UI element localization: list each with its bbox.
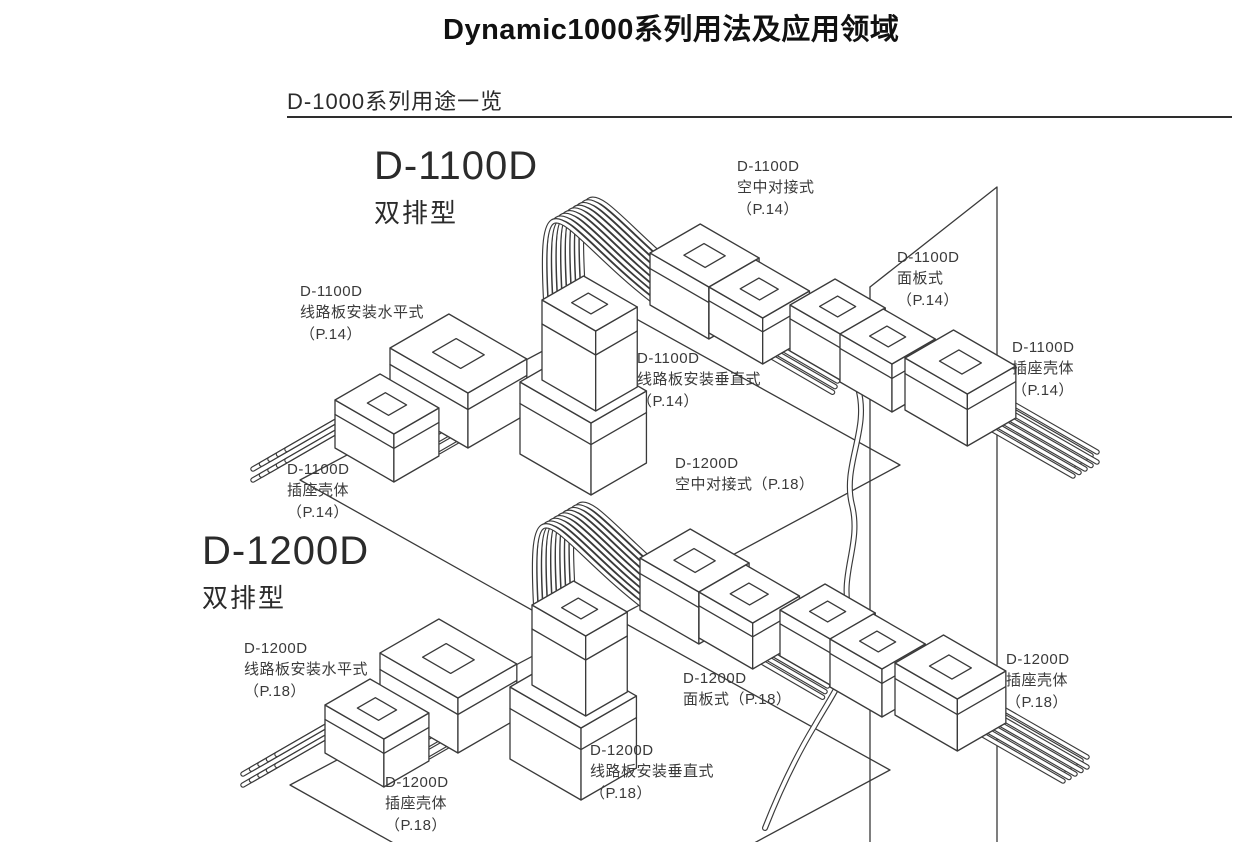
label-line: D-1200D — [590, 742, 654, 759]
label-d1100d-air-mating: D-1100D 空中对接式 （P.14） — [737, 156, 815, 220]
label-line: 面板式 — [897, 270, 944, 288]
label-line: （P.18） — [385, 816, 447, 834]
page-title: Dynamic1000系列用法及应用领域 — [443, 14, 900, 46]
label-d1200d-panel-mount: D-1200D 面板式（P.18） — [683, 668, 791, 711]
section-rule — [287, 116, 1232, 118]
label-d1100d-receptacle-right: D-1100D 插座壳体 （P.14） — [1012, 337, 1074, 401]
label-line: 面板式（P.18） — [683, 691, 792, 709]
label-line: （P.14） — [897, 291, 959, 309]
series-name: D-1100D — [374, 144, 539, 188]
label-line: 空中对接式 — [737, 179, 815, 197]
label-d1200d-air-mating: D-1200D 空中对接式（P.18） — [675, 453, 814, 496]
label-line: （P.14） — [737, 200, 799, 218]
label-d1200d-receptacle-bottom: D-1200D 插座壳体 （P.18） — [385, 772, 449, 836]
heading-d1100d: D-1100D 双排型 — [374, 146, 538, 230]
label-d1200d-board-horizontal: D-1200D 线路板安装水平式 （P.18） — [244, 638, 368, 702]
series-subtitle: 双排型 — [202, 583, 287, 613]
label-line: 线路板安装垂直式 — [590, 763, 715, 781]
label-line: D-1200D — [385, 774, 449, 791]
label-line: D-1100D — [637, 350, 700, 367]
label-line: 插座壳体 — [1012, 360, 1075, 378]
label-line: （P.14） — [1012, 381, 1074, 399]
label-d1200d-receptacle-right: D-1200D 插座壳体 （P.18） — [1006, 649, 1070, 713]
label-line: 插座壳体 — [287, 482, 350, 500]
label-line: （P.18） — [590, 784, 652, 802]
label-line: （P.14） — [300, 325, 362, 343]
label-d1100d-board-vertical: D-1100D 线路板安装垂直式 （P.14） — [637, 348, 761, 412]
section-title: D-1000系列用途一览 — [287, 89, 504, 114]
series-name: D-1200D — [202, 529, 370, 573]
series-subtitle: 双排型 — [374, 198, 459, 228]
label-line: （P.18） — [1006, 693, 1068, 711]
label-d1100d-receptacle-left: D-1100D 插座壳体 （P.14） — [287, 459, 349, 523]
label-d1100d-panel-mount: D-1100D 面板式 （P.14） — [897, 247, 959, 311]
label-line: D-1200D — [675, 455, 739, 472]
label-line: 线路板安装水平式 — [300, 304, 425, 322]
label-line: D-1200D — [683, 670, 747, 687]
label-line: D-1100D — [1012, 339, 1075, 356]
label-line: （P.14） — [287, 503, 349, 521]
label-line: 空中对接式（P.18） — [675, 476, 815, 494]
label-line: （P.18） — [244, 682, 306, 700]
label-line: D-1100D — [300, 283, 363, 300]
label-d1100d-board-horizontal: D-1100D 线路板安装水平式 （P.14） — [300, 281, 424, 345]
heading-d1200d: D-1200D 双排型 — [202, 531, 369, 615]
label-line: 线路板安装水平式 — [244, 661, 369, 679]
label-line: 线路板安装垂直式 — [637, 371, 762, 389]
label-line: D-1100D — [287, 461, 350, 478]
label-line: D-1100D — [897, 249, 960, 266]
label-line: D-1100D — [737, 158, 800, 175]
label-line: 插座壳体 — [1006, 672, 1069, 690]
label-line: D-1200D — [244, 640, 308, 657]
label-d1200d-board-vertical: D-1200D 线路板安装垂直式 （P.18） — [590, 740, 714, 804]
label-line: （P.14） — [637, 392, 699, 410]
label-line: 插座壳体 — [385, 795, 448, 813]
label-line: D-1200D — [1006, 651, 1070, 668]
